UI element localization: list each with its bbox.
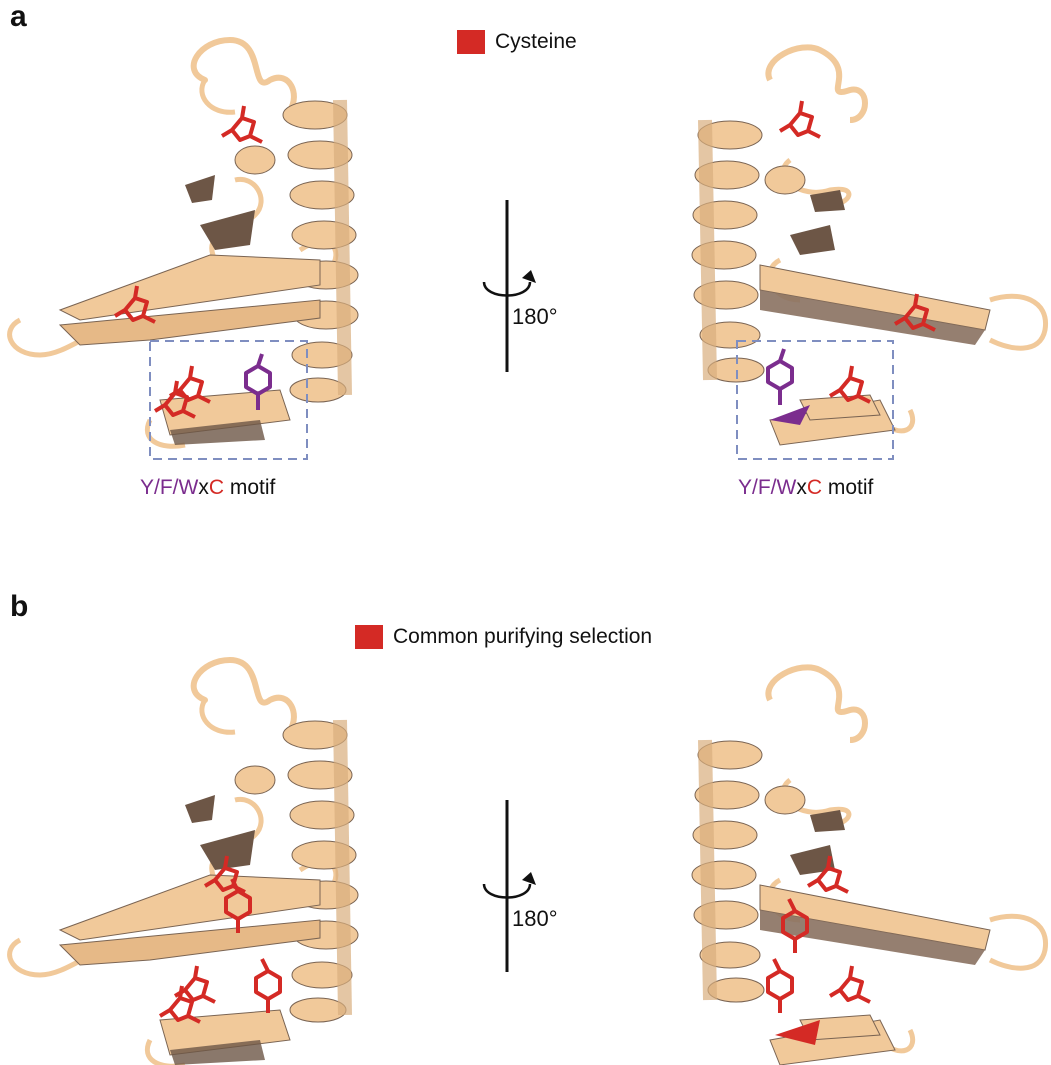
structure-a-right — [692, 47, 1046, 460]
motif-aromatic: Y/F/W — [140, 476, 199, 499]
selection-sidechain — [158, 984, 202, 1024]
rotation-axis-b — [482, 800, 536, 972]
legend-swatch-purifying — [355, 625, 383, 649]
legend-label-cysteine: Cysteine — [495, 30, 577, 53]
motif-suffix: motif — [224, 476, 276, 499]
legend-b: Common purifying selection — [355, 625, 652, 649]
aromatic-sidechain — [766, 347, 794, 407]
legend-swatch-cysteine — [457, 30, 485, 54]
motif-x: x — [796, 476, 807, 499]
cysteine-sidechain — [778, 99, 822, 139]
motif-label-left: Y/F/WxC motif — [140, 476, 275, 500]
panel-letter-a: a — [10, 0, 27, 33]
motif-suffix: motif — [822, 476, 874, 499]
structure-a-left — [10, 40, 358, 460]
rotation-label-b: 180° — [512, 906, 558, 931]
structure-b-left — [10, 660, 358, 1065]
rotation-arrow-icon — [482, 883, 532, 899]
legend-a: Cysteine — [457, 30, 577, 54]
rotation-label-a: 180° — [512, 304, 558, 329]
selection-sidechain — [766, 957, 794, 1015]
motif-box-right — [736, 340, 894, 460]
selection-sidechain — [828, 964, 872, 1004]
structure-b-right — [692, 667, 1046, 1065]
motif-x: x — [198, 476, 209, 499]
rotation-arrow-icon — [482, 281, 532, 297]
rotation-axis-a — [482, 200, 536, 372]
motif-cys: C — [208, 476, 224, 499]
legend-label-purifying: Common purifying selection — [393, 625, 653, 648]
selection-sidechain — [254, 957, 282, 1015]
motif-label-right: Y/F/WxC motif — [738, 476, 873, 500]
motif-box-left — [149, 340, 308, 460]
panel-letter-b: b — [10, 590, 29, 623]
motif-cys: C — [806, 476, 822, 499]
motif-aromatic: Y/F/W — [738, 476, 797, 499]
